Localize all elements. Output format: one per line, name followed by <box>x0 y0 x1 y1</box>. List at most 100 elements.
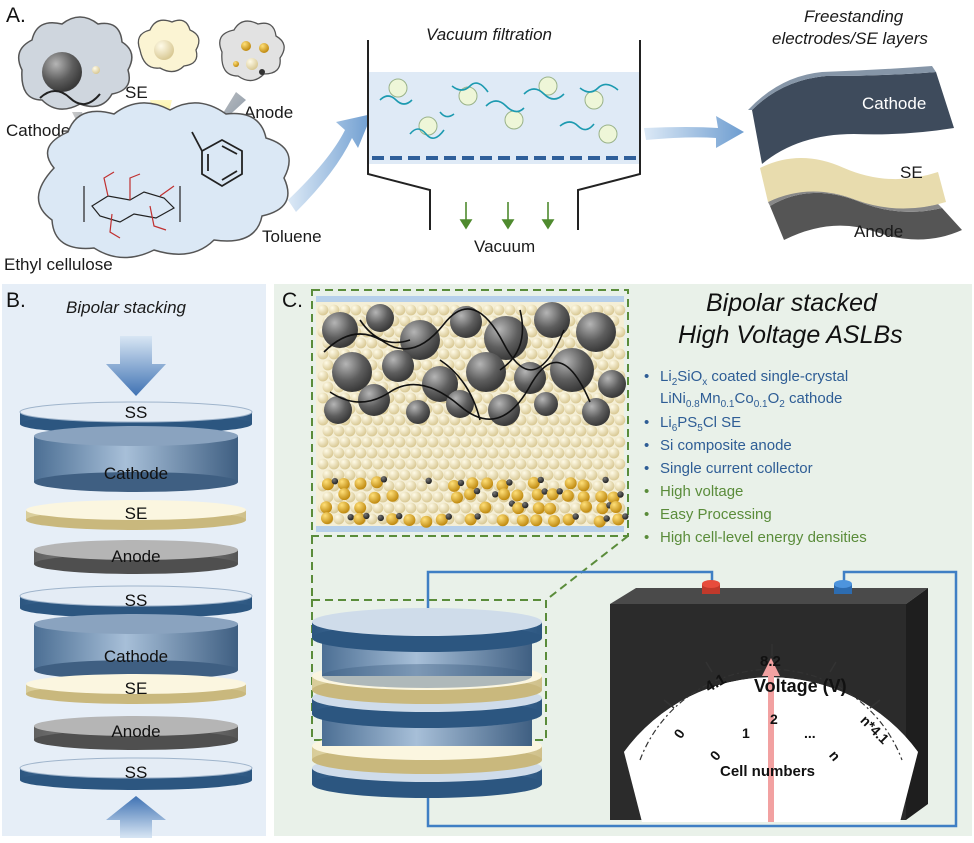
cathode-particle <box>406 400 430 424</box>
si-particle <box>580 500 592 513</box>
se-particle <box>509 469 521 481</box>
meter-cell-dots: ... <box>804 725 816 741</box>
panel-b: B. Bipolar stacking <box>2 284 266 838</box>
si-particle <box>403 514 416 526</box>
si-particle <box>531 488 544 501</box>
svg-text:LiNi0.8Mn0.1Co0.1O2 cathode: LiNi0.8Mn0.1Co0.1O2 cathode <box>660 390 842 410</box>
carbon-particle <box>622 513 629 520</box>
stack-label-2: SE <box>125 504 148 523</box>
se-particle <box>493 502 505 514</box>
bullet-4: Single current collector <box>660 460 813 477</box>
si-particle <box>496 514 509 527</box>
se-particle <box>377 425 389 437</box>
se-particle <box>366 425 378 437</box>
si-particle <box>386 513 399 526</box>
se-particle <box>399 447 411 459</box>
se-particle <box>476 469 488 481</box>
se-particle <box>372 436 384 448</box>
se-particle <box>372 458 384 470</box>
se-particle <box>537 348 549 360</box>
compress-arrow-bottom <box>106 796 166 838</box>
se-particle <box>394 436 406 448</box>
se-particle <box>333 513 345 525</box>
se-particle <box>570 304 582 316</box>
svg-text:•: • <box>644 506 649 523</box>
se-particle <box>410 447 422 459</box>
se-particle <box>421 469 433 481</box>
se-particle <box>322 359 334 371</box>
se-particle <box>542 425 554 437</box>
se-particle <box>438 502 450 514</box>
si-particle <box>530 514 543 527</box>
stack-label-5: Cathode <box>104 647 168 666</box>
se-particle <box>575 425 587 437</box>
se-particle <box>465 337 477 349</box>
se-particle <box>410 469 422 481</box>
panel-a: A. Cathode SE Anode <box>4 4 962 274</box>
si-particle <box>512 502 525 515</box>
se-particle <box>581 436 593 448</box>
se-particle <box>394 392 406 404</box>
se-particle <box>427 304 439 316</box>
si-particle <box>337 501 350 514</box>
carbon-particle <box>522 501 529 509</box>
se-particle <box>586 381 598 393</box>
carbon-particle <box>347 514 354 521</box>
carbon-particle <box>377 514 384 522</box>
se-particle <box>344 425 356 437</box>
si-particle <box>561 489 574 502</box>
meter-cell-1: 1 <box>742 725 750 741</box>
si-particle <box>479 501 492 514</box>
se-particle <box>405 392 417 404</box>
cathode-particle <box>484 316 528 360</box>
se-particle <box>361 414 373 426</box>
cathode-particle <box>450 306 482 338</box>
se-particle <box>482 436 494 448</box>
se-particle <box>443 447 455 459</box>
se-particle <box>410 381 422 393</box>
se-particle <box>432 315 444 327</box>
layer-anode-label: Anode <box>854 222 903 241</box>
vacuum-label: Vacuum <box>474 237 535 256</box>
cathode-particle <box>534 302 570 338</box>
carbon-particle <box>602 476 609 484</box>
se-particle <box>394 414 406 426</box>
si-particle <box>577 479 590 492</box>
se-particle <box>399 469 411 481</box>
se-particle <box>372 502 384 514</box>
se-particle <box>608 425 620 437</box>
se-particle <box>416 304 428 316</box>
se-particle <box>416 480 428 492</box>
si-particle <box>464 513 477 526</box>
se-particle <box>372 370 384 382</box>
si-particle <box>562 513 575 526</box>
se-particle <box>454 425 466 437</box>
cathode-particle-cloud <box>17 16 133 110</box>
se-particle <box>537 458 549 470</box>
se-particle <box>608 359 620 371</box>
toluene-label: Toluene <box>262 227 322 246</box>
layer-cathode-label: Cathode <box>862 94 926 113</box>
panel-b-label: B. <box>6 289 26 312</box>
stack-label-3: Anode <box>111 547 160 566</box>
se-particle <box>614 436 626 448</box>
se-particle <box>460 348 472 360</box>
si-particle <box>320 501 333 514</box>
se-particle <box>317 304 329 316</box>
carbon-particle <box>380 476 388 483</box>
se-particle <box>438 348 450 360</box>
se-particle <box>421 491 433 503</box>
bullet-3: Si composite anode <box>660 437 792 454</box>
cathode-particle <box>324 396 352 424</box>
se-particle <box>449 436 461 448</box>
stack-anode-2 <box>34 716 238 750</box>
carbon-particle <box>537 476 544 484</box>
vacuum-filtration-apparatus <box>367 40 641 230</box>
se-particle <box>416 502 428 514</box>
se-particle <box>515 304 527 316</box>
si-particle <box>353 512 366 525</box>
compress-arrow-top <box>106 336 166 396</box>
carbon-particle <box>572 513 579 520</box>
se-particle <box>515 480 527 492</box>
